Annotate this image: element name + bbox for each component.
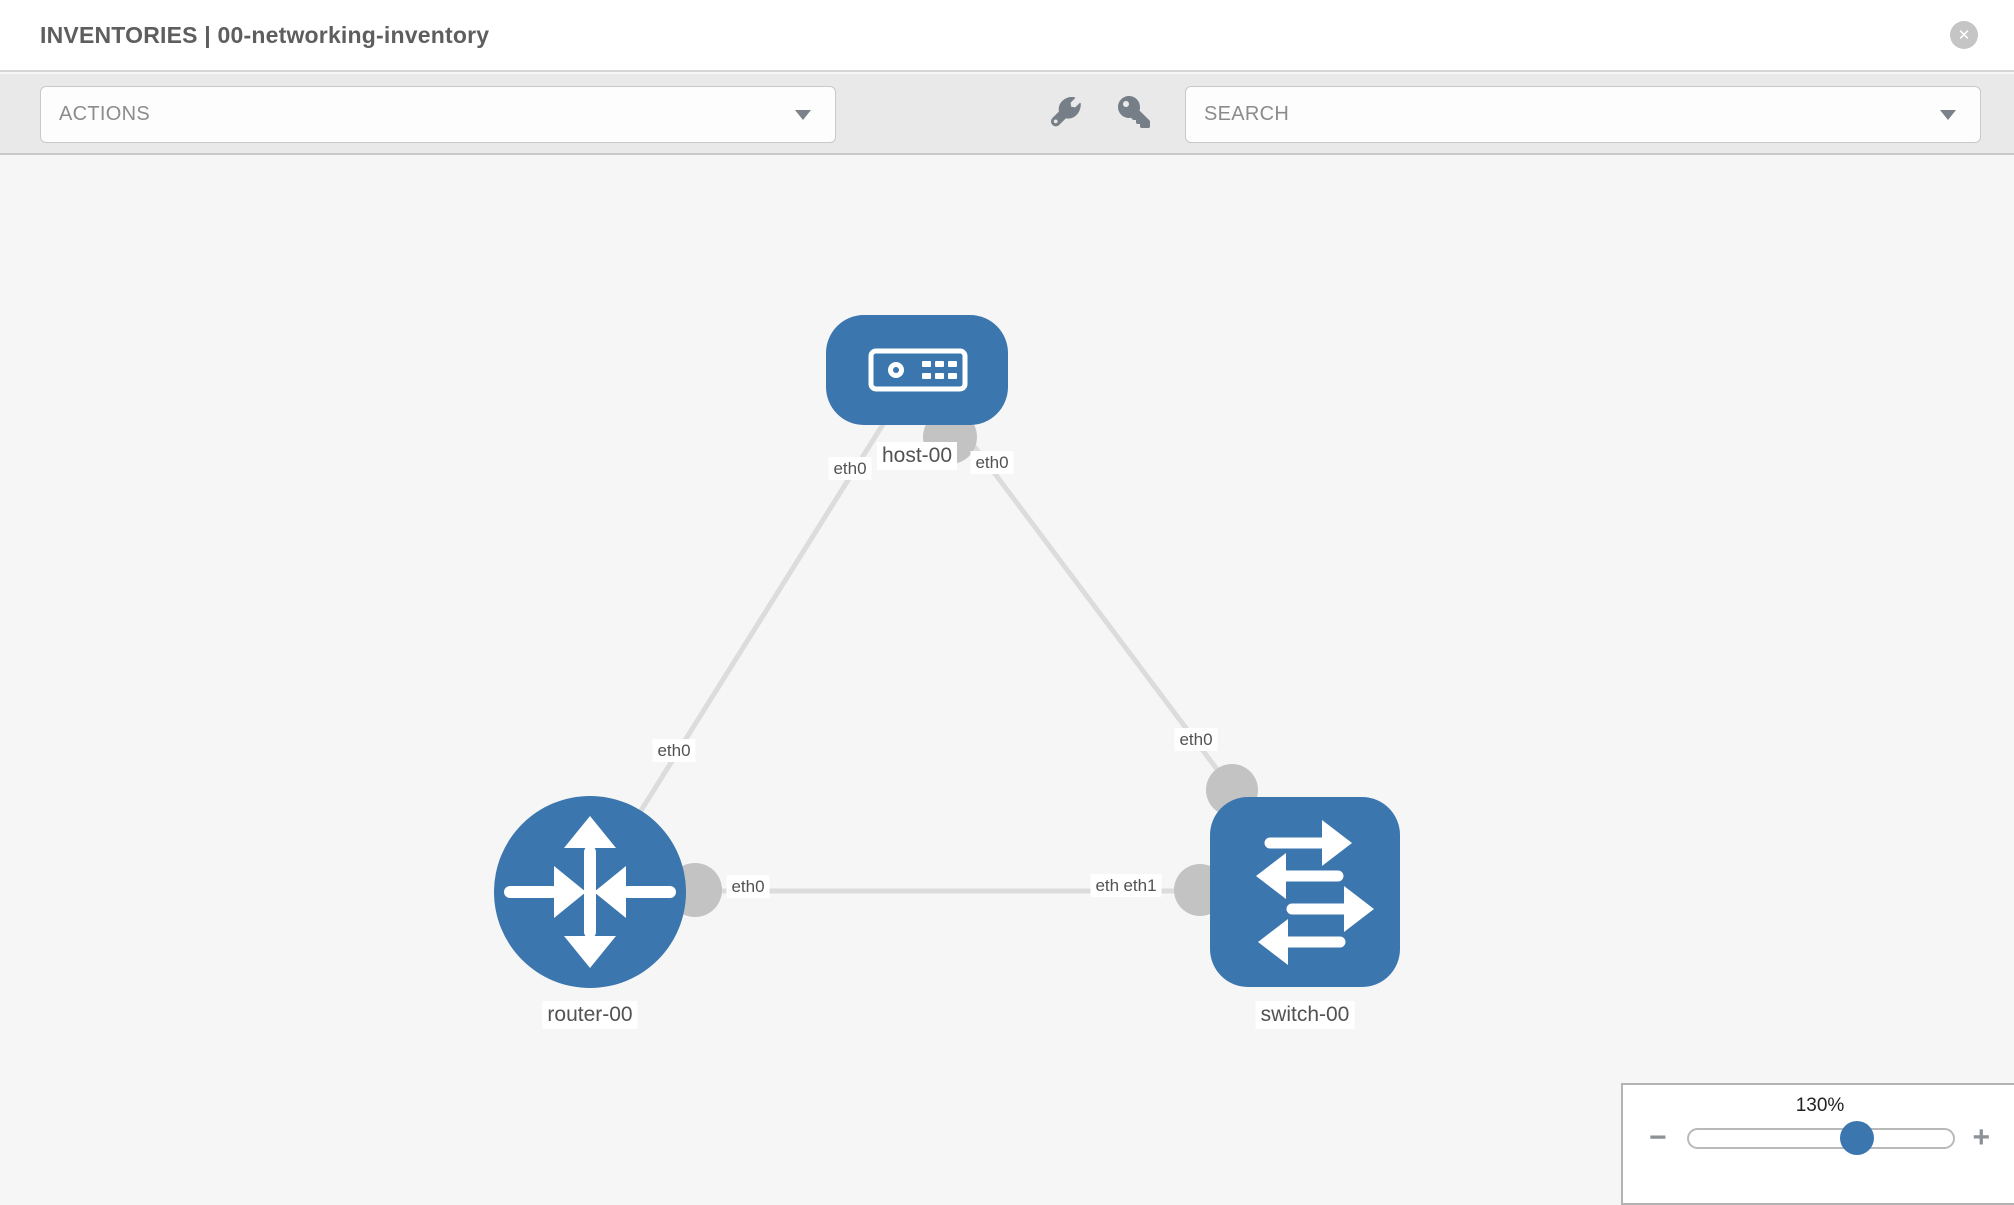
chevron-down-icon [1940, 109, 1956, 120]
interface-ports [668, 410, 1258, 917]
key-button[interactable] [1116, 94, 1152, 130]
iface-label-router-linkA: eth0 [652, 739, 696, 763]
toolbar: ACTIONS SEARCH [0, 74, 2014, 155]
zoom-in-button[interactable]: + [1972, 1121, 1991, 1154]
host-icon [868, 348, 968, 392]
actions-dropdown[interactable]: ACTIONS [40, 86, 836, 143]
key-icon [1118, 96, 1150, 128]
iface-label-switch-linkB: eth0 [1174, 728, 1218, 752]
wrench-icon [1051, 97, 1081, 127]
zoom-slider-track[interactable] [1686, 1120, 1955, 1155]
node-label-host-00: host-00 [876, 442, 958, 471]
zoom-out-button[interactable]: − [1649, 1121, 1667, 1154]
iface-label-router-linkC: eth0 [726, 875, 770, 899]
node-router-00[interactable] [494, 796, 686, 988]
node-host-00[interactable] [826, 315, 1008, 425]
search-dropdown[interactable]: SEARCH [1185, 86, 1981, 143]
switch-icon [1256, 820, 1374, 965]
close-icon: ✕ [1957, 26, 1971, 44]
iface-label-host-left: eth0 [828, 457, 872, 481]
search-dropdown-label: SEARCH [1204, 103, 1290, 125]
actions-dropdown-label: ACTIONS [59, 103, 150, 125]
close-button[interactable]: ✕ [1950, 21, 1978, 49]
page-title: INVENTORIES | 00-networking-inventory [40, 22, 490, 48]
zoom-panel: 130% − + [1621, 1083, 2014, 1205]
iface-label-host-right: eth0 [970, 451, 1014, 475]
node-switch-00[interactable] [1210, 797, 1400, 987]
zoom-slider-knob[interactable] [1840, 1120, 1875, 1155]
page-header: INVENTORIES | 00-networking-inventory ✕ [0, 0, 2014, 72]
node-label-switch-00: switch-00 [1255, 1001, 1355, 1030]
configure-button[interactable] [1048, 94, 1084, 130]
node-label-router-00: router-00 [542, 1001, 638, 1030]
topology-canvas[interactable]: host-00 router-00 switch-00 eth0 eth0 et… [0, 155, 2014, 1200]
router-icon [504, 816, 676, 968]
chevron-down-icon [795, 109, 811, 120]
topology-graph [494, 315, 1400, 988]
zoom-level-value: 130% [1795, 1095, 1845, 1116]
iface-label-switch-linkC-over: eth1 [1118, 874, 1162, 898]
